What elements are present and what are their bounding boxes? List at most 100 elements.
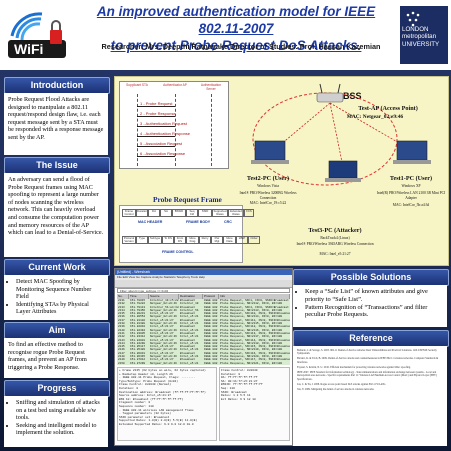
test3-pc-os: BackTrack4 (Linux)	[320, 236, 350, 240]
mac-header-label: MAC HEADER	[138, 220, 163, 224]
packet-detail-line[interactable]: Source address: Intel_e5:21:27	[119, 394, 172, 398]
packet-cell: Netgear_02:e9:46	[150, 322, 177, 326]
packet-detail-line[interactable]: Sequence number: 110	[119, 404, 154, 408]
packet-cell: 2139	[118, 325, 125, 329]
probe-frame-diagram: Frame Control Duration DA SA BSSID Seq C…	[119, 205, 260, 263]
bss-label: BSS	[343, 91, 362, 101]
packet-cell: IEEE 802	[204, 325, 218, 329]
frame-field: SA	[160, 209, 172, 217]
reference-entry: Xia, Y. 2009. Mitigating the denial of s…	[297, 387, 375, 391]
seq-arrow	[137, 136, 175, 137]
frame-field: DA	[148, 209, 160, 217]
packet-cell: Probe Request, SN=117, FN=0, SSID=Broadc…	[220, 358, 290, 362]
packet-cell: Netgear_02:e9:46	[150, 328, 177, 332]
progress-body: Sniffing and simulation of attacks on a …	[4, 396, 108, 447]
packet-cell: Intel_e5:21:27	[150, 358, 174, 362]
frame-control-field: Type	[136, 236, 148, 244]
seq-arrow	[137, 106, 175, 107]
packet-cell: Intel_e5:21:27	[150, 318, 174, 322]
packet-cell: Probe Response, SN=2120, FN=0, BI=100	[220, 355, 283, 359]
packet-cell: IEEE 802	[204, 358, 218, 362]
wireshark-filter: Filter: wlan.fc.type_subtype == 0x04	[117, 288, 290, 293]
packet-cell: 2142	[118, 335, 125, 339]
frame-control-label: FRAME CONTROL	[162, 250, 194, 254]
packet-cell: IEEE 802	[204, 355, 218, 359]
frame-field: Frame Control	[122, 209, 136, 217]
packet-detail-line[interactable]: Supported Rates: 1.0(B) 2.0(B) 5.5(B) 11…	[119, 419, 198, 423]
frame-field: SSID	[198, 209, 212, 217]
packet-detail-line[interactable]: Fragment number: 0	[119, 401, 151, 405]
packet-cell: IntelCor_5b	[180, 308, 199, 312]
packet-cell: 2150	[118, 361, 125, 365]
packet-cell: Probe Response, SN=2119, FN=0, BI=100	[220, 348, 283, 352]
router-icon	[316, 83, 344, 103]
packet-detail-line[interactable]: Frame Control: 0x0040 (Normal)	[119, 383, 172, 387]
packet-detail-line[interactable]: BSS Id: Broadcast (ff:ff:ff:ff:ff:ff)	[119, 397, 184, 401]
packet-cell: Intel_e5:21:27	[150, 338, 174, 342]
packet-detail-line[interactable]: Extended Supported Rates: 6.0 9.0 12.0 1…	[119, 422, 194, 426]
packet-cell: Netgear_02:e9:46	[150, 341, 177, 345]
packet-summary-line: Ext Rates: 6 9 12 18	[221, 397, 256, 401]
packet-cell: Intel_e5:21	[180, 322, 199, 326]
packet-cell: Broadcast	[180, 318, 196, 322]
frame-field: Seq Ctrl	[186, 209, 198, 217]
frame-body-label: FRAME BODY	[186, 220, 211, 224]
packet-cell: 151.83312	[130, 335, 146, 339]
packet-detail-line[interactable]: SSID parameter set: Broadcast	[119, 415, 170, 419]
packet-detail-line[interactable]: Destination address: Broadcast (ff:ff:ff…	[119, 390, 206, 394]
packet-cell: Intel_e5:21:27	[150, 351, 174, 355]
packet-cell: 151.81388	[130, 322, 146, 326]
wireshark-title-bar: (Untitled) - Wireshark	[115, 269, 292, 275]
packet-detail-line[interactable]: + Frame 2135 (62 bytes on wire, 62 bytes…	[119, 369, 206, 372]
packet-detail-line[interactable]: - IEEE 802.11 wireless LAN management fr…	[119, 408, 194, 412]
packet-cell: 2148	[118, 355, 125, 359]
packet-cell: 151.79113	[130, 305, 146, 309]
frame-header-row: Frame Control Duration DA SA BSSID Seq C…	[122, 209, 254, 217]
packet-cell: Broadcast	[180, 299, 196, 302]
packet-detail-line[interactable]: Type/Subtype: Probe Request (0x04)	[119, 379, 178, 383]
sequence-diagram: Supplicant STA Authenticator AP Authenti…	[119, 81, 229, 169]
packet-detail-line[interactable]: Duration: 0	[119, 386, 139, 390]
packet-cell: 151.87299	[130, 361, 146, 365]
issue-body: An adversary can send a flood of Probe R…	[4, 173, 108, 257]
packet-summary-line: Seq: 110	[221, 386, 235, 390]
packet-summary-line: SSID: Broadcast	[221, 390, 248, 394]
packet-cell: 151.83005	[130, 331, 146, 335]
packet-detail-line[interactable]: + Radiotap Header v0, Length 26	[119, 372, 173, 376]
wireshark-menu-bar: File Edit View Go Capture Analyze Statis…	[115, 275, 292, 280]
current-work-item: Detect MAC Spoofing by Monitoring Sequen…	[16, 278, 104, 301]
packet-cell: 2149	[118, 358, 125, 362]
seq-message: 2 - Probe Response	[140, 111, 176, 116]
packet-cell: IEEE 802	[204, 302, 218, 306]
introduction-body: Probe Request Flood Attacks are designed…	[4, 93, 108, 155]
packet-cell: IEEE 802	[204, 348, 218, 352]
packet-detail-line[interactable]: - IEEE 802.11 Probe Request, Flags: ....…	[119, 376, 196, 380]
packet-cell: 151.78222	[130, 302, 146, 306]
test1-pc-mac: MAC: IntelCor_5b:a4:3d	[392, 203, 430, 207]
packet-cell: IEEE 802	[204, 338, 218, 342]
packet-detail-pane: + Frame 2135 (62 bytes on wire, 62 bytes…	[117, 367, 217, 441]
packet-cell: Broadcast	[180, 325, 196, 329]
packet-detail-line[interactable]: - Tagged parameters (32 bytes)	[119, 412, 172, 416]
